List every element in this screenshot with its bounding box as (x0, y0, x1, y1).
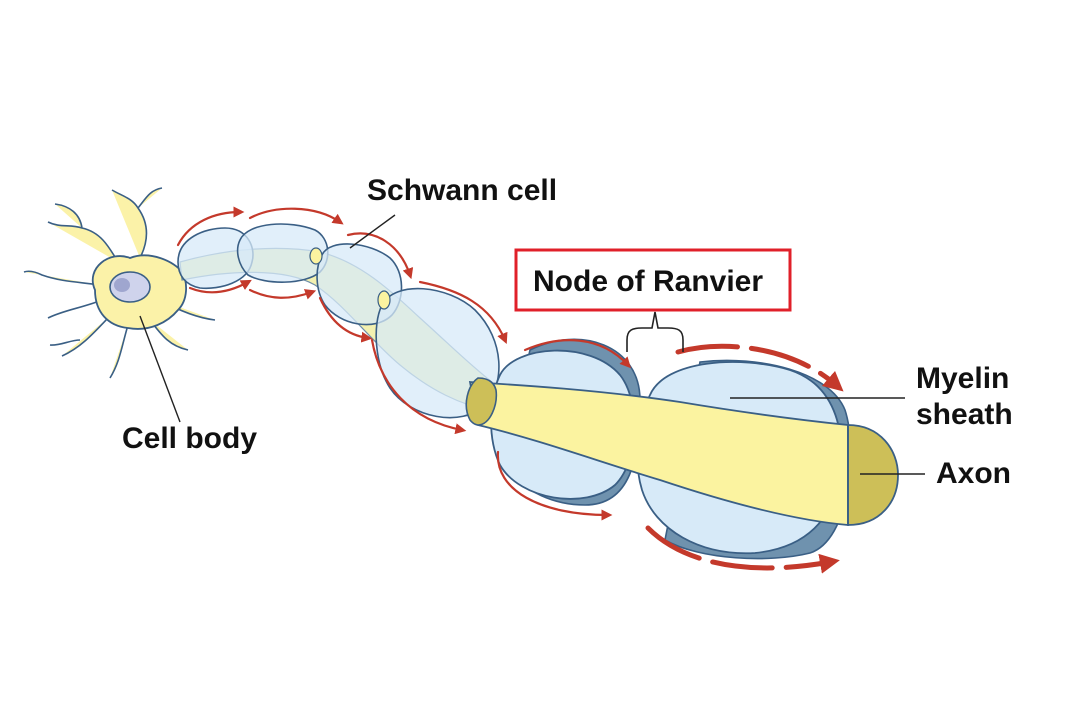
schwann-cell-label: Schwann cell (367, 174, 557, 207)
myelin-sheath-label-line2: sheath (916, 398, 1013, 431)
node-of-ranvier-label: Node of Ranvier (533, 265, 763, 298)
node-bracket (626, 311, 684, 352)
cell-body-label: Cell body (122, 422, 257, 455)
axon-cut-end (847, 424, 899, 526)
conduction-arrows (176, 206, 844, 574)
myelin-sheath-label-line1: Myelin (916, 362, 1009, 395)
small-nodes (309, 247, 391, 310)
cell-body (23, 187, 216, 379)
axon-start-cap (465, 377, 498, 426)
schwann-cell-leader (349, 214, 396, 249)
cell-body-leader (139, 315, 181, 423)
node-of-ranvier-highlight-box (514, 248, 792, 312)
myelin-segments-small (177, 223, 500, 419)
leader-lines (139, 214, 925, 475)
nucleolus (114, 278, 130, 292)
axon-label: Axon (936, 457, 1011, 490)
